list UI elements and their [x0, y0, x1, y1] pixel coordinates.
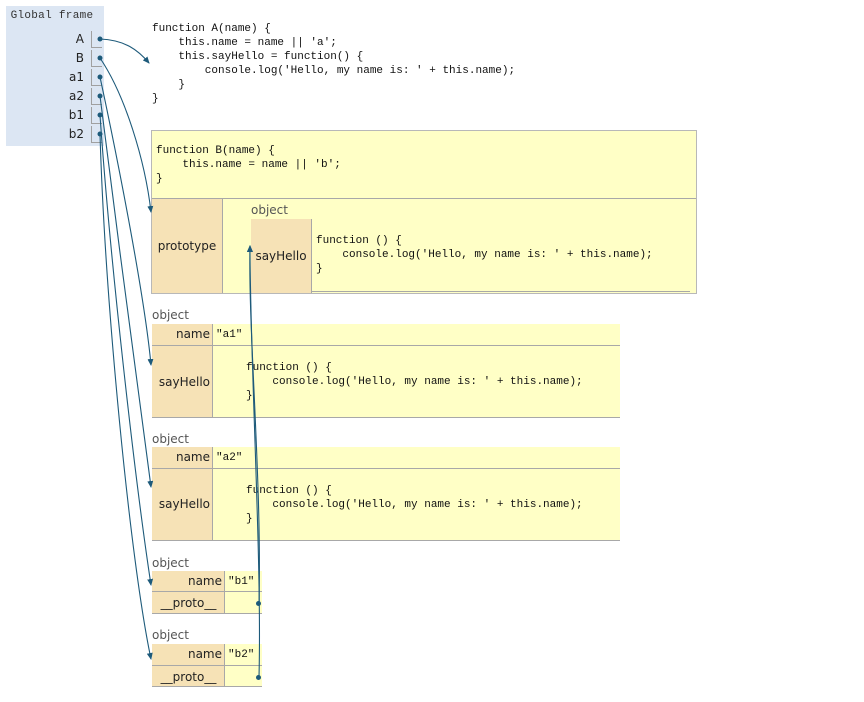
divider	[152, 591, 262, 592]
var-label-B: B	[75, 51, 84, 65]
object-a2-name-key: name	[175, 450, 210, 464]
object-a1-name-value: "a1"	[216, 329, 243, 341]
object-a2: name "a2" sayHello function () { console…	[152, 447, 620, 541]
arrow-b2-proto-to-prototype	[247, 245, 261, 678]
object-b1-name-value: "b1"	[228, 576, 255, 588]
arrow-a2-to-object-a2	[99, 95, 154, 488]
object-a1-sayhello-code: function () { console.log('Hello, my nam…	[246, 362, 583, 402]
pointer-dot	[256, 675, 261, 680]
object-a1-name-key: name	[175, 327, 210, 341]
function-a-code: function A(name) { this.name = name || '…	[152, 23, 516, 105]
object-a1-label: object	[152, 308, 189, 322]
divider	[152, 417, 620, 418]
function-b-box: function B(name) { this.name = name || '…	[151, 130, 697, 294]
object-b2-name-key: name	[187, 647, 222, 661]
var-label-b1: b1	[68, 108, 84, 122]
var-slot-B[interactable]	[91, 50, 102, 67]
object-b1-label: object	[152, 556, 189, 570]
arrow-a1-to-object-a1	[99, 76, 154, 366]
var-slot-b1[interactable]	[91, 107, 102, 124]
arrow-B-to-function-b	[99, 57, 154, 213]
object-b2-name-value: "b2"	[228, 649, 255, 661]
var-label-a2: a2	[69, 89, 84, 103]
divider	[152, 613, 262, 614]
prototype-sayhello-key: sayHello	[251, 219, 312, 293]
divider	[152, 198, 696, 199]
arrow-A-to-function-a	[99, 38, 150, 64]
arrow-b2-to-object-b2	[99, 133, 153, 660]
divider	[152, 665, 262, 666]
key-column	[152, 324, 213, 418]
key-column	[152, 447, 213, 541]
object-a2-sayhello-key: sayHello	[158, 497, 210, 511]
divider	[152, 540, 620, 541]
object-a2-label: object	[152, 432, 189, 446]
prototype-sayhello-code: function () { console.log('Hello, my nam…	[316, 235, 653, 275]
object-b2: name "b2" __proto__	[152, 644, 262, 687]
var-label-A: A	[75, 32, 84, 46]
object-b1: name "b1" __proto__	[152, 571, 262, 614]
prototype-object-label: object	[251, 203, 288, 217]
object-a1: name "a1" sayHello function () { console…	[152, 324, 620, 418]
key-column	[152, 571, 225, 614]
object-a2-sayhello-code: function () { console.log('Hello, my nam…	[246, 485, 583, 525]
var-slot-A[interactable]	[91, 31, 102, 48]
divider	[311, 291, 690, 292]
divider	[152, 345, 620, 346]
object-a2-name-value: "a2"	[216, 452, 243, 464]
global-frame	[6, 6, 104, 146]
arrow-b1-to-object-b1	[99, 114, 154, 586]
object-a1-sayhello-key: sayHello	[158, 375, 210, 389]
var-slot-b2[interactable]	[91, 126, 102, 143]
prototype-key: prototype	[152, 199, 223, 293]
global-frame-title: Global frame	[10, 10, 94, 22]
var-label-a1: a1	[69, 70, 84, 84]
var-slot-a1[interactable]	[91, 69, 102, 86]
object-b1-proto-key: __proto__	[160, 596, 217, 610]
object-b2-label: object	[152, 628, 189, 642]
divider	[152, 686, 262, 687]
object-b2-proto-key: __proto__	[160, 670, 217, 684]
object-b1-name-key: name	[187, 574, 222, 588]
var-label-b2: b2	[68, 127, 84, 141]
var-slot-a2[interactable]	[91, 88, 102, 105]
function-b-code: function B(name) { this.name = name || '…	[156, 145, 341, 185]
divider	[152, 468, 620, 469]
